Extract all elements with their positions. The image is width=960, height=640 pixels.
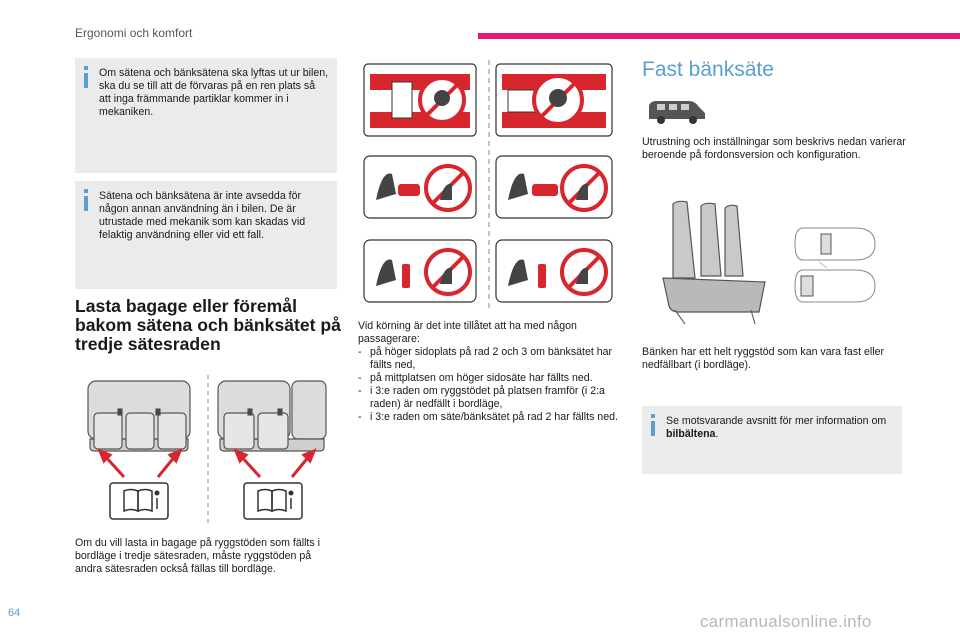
info-icon — [651, 414, 655, 436]
note-box-usage: Sätena och bänksätena är inte avsedda fö… — [75, 181, 337, 289]
manual-book-icon — [109, 482, 169, 520]
info-icon — [84, 66, 88, 88]
info-icon — [84, 189, 88, 211]
note-text: Se motsvarande avsnitt för mer informati… — [666, 415, 894, 441]
section-header: Ergonomi och komfort — [75, 26, 193, 40]
note-box-seatbelts: Se motsvarande avsnitt för mer informati… — [642, 406, 902, 474]
prohibited-icon — [495, 239, 613, 303]
section-heading-fixed-bench: Fast bänksäte — [642, 58, 774, 81]
list-item: i 3:e raden om säte/bänksätet på rad 2 h… — [358, 411, 623, 424]
equipment-intro: Utrustning och inställningar som beskriv… — [642, 136, 906, 161]
list-item: på höger sidoplats på rad 2 och 3 om bän… — [358, 346, 623, 372]
note-text-prefix: Se motsvarande avsnitt för mer informati… — [666, 415, 887, 427]
page-number: 64 — [8, 607, 21, 619]
seat-icon — [662, 200, 766, 325]
manual-book-icon — [243, 482, 303, 520]
list-item: på mittplatsen om höger sidosäte har fäl… — [358, 372, 623, 385]
luggage-seats-illustration — [87, 375, 327, 523]
section-heading-luggage: Lasta bagage eller föremål bakom sätena … — [75, 296, 341, 354]
bench-description: Bänken har ett helt ryggstöd som kan var… — [642, 346, 885, 371]
prohibited-icon — [495, 63, 613, 137]
seat-icon — [217, 380, 327, 452]
prohibited-icon — [363, 239, 477, 303]
note-text: Sätena och bänksätena är inte avsedda fö… — [99, 190, 306, 241]
luggage-paragraph: Om du vill lasta in bagage på ryggstöden… — [75, 537, 320, 575]
passenger-rules-list: på höger sidoplats på rad 2 och 3 om bän… — [358, 346, 623, 424]
prohibited-icon — [363, 63, 477, 137]
prohibited-icon — [495, 155, 613, 219]
header-accent-bar — [478, 33, 960, 39]
note-text: Om sätena och bänksätena ska lyftas ut u… — [99, 67, 329, 118]
watermark: carmanualsonline.info — [700, 612, 872, 631]
note-text-suffix: . — [715, 428, 719, 440]
prohibited-icon — [363, 155, 477, 219]
passenger-rules: Vid körning är det inte tillåtet att ha … — [358, 320, 623, 424]
van-icon — [649, 101, 705, 124]
note-box-storage: Om sätena och bänksätena ska lyftas ut u… — [75, 58, 337, 173]
car-top-view-icon — [794, 227, 876, 303]
passenger-rules-intro: Vid körning är det inte tillåtet att ha … — [358, 320, 577, 345]
fixed-bench-illustration — [662, 200, 876, 325]
seatbelts-link-text: bilbältena — [666, 428, 716, 440]
seat-icon — [87, 380, 191, 452]
list-item: i 3:e raden om ryggstödet på platsen fra… — [358, 385, 623, 411]
prohibited-passenger-illustration — [363, 60, 613, 308]
